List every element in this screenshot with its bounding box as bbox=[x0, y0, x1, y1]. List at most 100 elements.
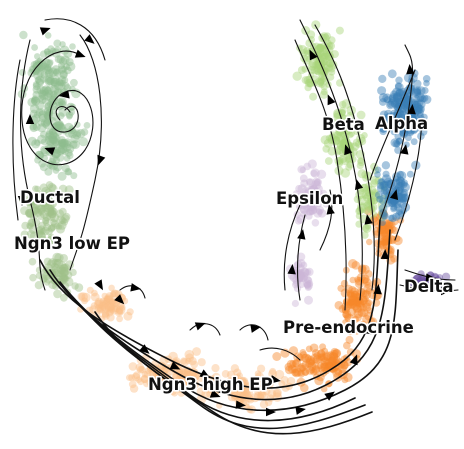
cell-point-alpha bbox=[406, 170, 414, 178]
cell-point-delta bbox=[412, 274, 422, 283]
cell-point-beta bbox=[316, 44, 325, 53]
cell-point-pre-endocrine bbox=[390, 226, 399, 235]
cell-point-beta bbox=[323, 52, 331, 60]
cell-point-ngn3-high bbox=[146, 377, 156, 387]
cell-point-ngn3-high bbox=[97, 304, 107, 314]
cell-point-alpha bbox=[379, 209, 388, 218]
cell-point-beta bbox=[308, 59, 318, 69]
cell-point-beta bbox=[356, 134, 366, 144]
cell-point-pre-endocrine bbox=[296, 364, 305, 373]
cell-point-beta bbox=[313, 66, 322, 75]
cell-point-ductal bbox=[33, 70, 43, 80]
cell-point-ductal bbox=[36, 78, 44, 87]
cell-point-ductal bbox=[32, 81, 40, 88]
cell-point-pre-endocrine bbox=[284, 362, 293, 371]
stream-arrowhead bbox=[250, 324, 261, 333]
cell-point-beta bbox=[346, 131, 354, 139]
cell-point-ngn3-low bbox=[48, 224, 56, 232]
cell-point-pre-endocrine bbox=[379, 220, 386, 227]
cell-point-beta bbox=[318, 77, 326, 85]
cell-point-ngn3-high bbox=[105, 292, 114, 301]
cell-point-beta bbox=[357, 203, 368, 214]
cell-point-ngn3-high bbox=[184, 370, 192, 379]
cell-point-ductal bbox=[40, 71, 48, 79]
cell-point-ngn3-high bbox=[131, 372, 141, 382]
cell-point-ngn3-high bbox=[239, 391, 247, 399]
cell-point-ductal bbox=[50, 77, 59, 87]
cell-point-ductal bbox=[47, 45, 55, 53]
cell-point-ductal bbox=[19, 30, 28, 40]
cell-point-beta bbox=[335, 127, 344, 136]
cell-point-pre-endocrine bbox=[348, 286, 357, 294]
cell-point-ductal bbox=[56, 55, 65, 64]
cell-point-delta bbox=[426, 280, 436, 289]
cell-point-pre-endocrine bbox=[362, 289, 370, 297]
cell-point-pre-endocrine bbox=[347, 307, 357, 317]
cell-point-alpha bbox=[416, 86, 426, 96]
cell-point-alpha bbox=[410, 124, 420, 133]
cell-point-ngn3-high bbox=[135, 363, 145, 372]
cell-point-beta bbox=[340, 139, 348, 147]
cell-point-ngn3-high bbox=[81, 297, 88, 305]
cell-point-pre-endocrine bbox=[354, 278, 365, 289]
cell-point-alpha bbox=[388, 98, 396, 106]
cell-point-ductal bbox=[64, 128, 75, 138]
cell-point-alpha bbox=[390, 204, 398, 211]
cell-point-epsilon bbox=[302, 186, 312, 196]
cell-point-alpha bbox=[387, 100, 395, 108]
cell-point-alpha bbox=[389, 214, 397, 223]
cell-point-beta bbox=[319, 32, 329, 42]
cell-point-beta bbox=[320, 52, 328, 59]
cell-point-ngn3-low bbox=[45, 181, 54, 189]
cell-point-ngn3-low bbox=[33, 207, 41, 214]
cell-point-beta bbox=[326, 59, 335, 68]
cell-point-alpha bbox=[416, 104, 425, 114]
cell-point-epsilon bbox=[303, 162, 312, 171]
cell-point-pre-endocrine bbox=[297, 369, 304, 376]
cell-point-pre-endocrine bbox=[295, 353, 304, 362]
cell-point-alpha bbox=[379, 110, 389, 119]
cell-point-beta bbox=[324, 157, 333, 165]
cell-point-beta bbox=[371, 188, 379, 196]
cell-point-delta bbox=[427, 279, 435, 287]
cell-point-ngn3-high bbox=[253, 374, 263, 384]
cell-point-pre-endocrine bbox=[350, 300, 361, 311]
cell-point-ductal bbox=[61, 164, 70, 173]
cell-point-ductal bbox=[35, 100, 45, 110]
cell-point-pre-endocrine bbox=[383, 221, 393, 231]
cell-point-ngn3-high bbox=[113, 305, 121, 313]
cell-point-ngn3-low bbox=[39, 183, 49, 193]
cell-point-alpha bbox=[420, 113, 428, 121]
cell-point-epsilon bbox=[298, 271, 306, 279]
cell-point-ngn3-low bbox=[39, 227, 47, 235]
cell-point-ngn3-high bbox=[257, 390, 266, 399]
cell-point-ductal bbox=[45, 89, 54, 98]
cell-point-ductal bbox=[63, 63, 70, 71]
cell-point-alpha bbox=[400, 179, 408, 187]
cell-point-ngn3-low bbox=[42, 213, 52, 222]
cell-point-epsilon bbox=[306, 192, 316, 202]
cell-point-ngn3-low bbox=[46, 211, 56, 221]
cell-point-ductal bbox=[49, 85, 60, 95]
cell-point-epsilon bbox=[312, 187, 322, 197]
cell-point-ngn3-low bbox=[47, 210, 54, 217]
cell-point-pre-endocrine bbox=[366, 307, 373, 314]
cell-point-beta bbox=[322, 145, 331, 153]
cell-point-ngn3-high bbox=[128, 374, 136, 382]
cell-point-ductal bbox=[44, 65, 53, 75]
cell-point-ductal bbox=[47, 50, 55, 57]
cell-point-ngn3-high bbox=[183, 368, 192, 377]
cell-point-alpha bbox=[394, 140, 401, 148]
cell-point-pre-endocrine bbox=[351, 315, 359, 323]
cell-point-ductal bbox=[43, 59, 53, 69]
cell-point-ductal bbox=[60, 65, 68, 73]
cell-point-pre-endocrine bbox=[317, 349, 326, 357]
cell-point-alpha bbox=[407, 112, 416, 122]
cell-point-alpha bbox=[407, 114, 415, 122]
cell-point-epsilon bbox=[298, 268, 305, 276]
cell-point-ngn3-high bbox=[108, 298, 116, 306]
cell-point-ngn3-low bbox=[26, 210, 35, 218]
cell-point-beta bbox=[314, 77, 325, 88]
cell-point-ngn3-high bbox=[96, 307, 104, 314]
cell-point-ngn3-high bbox=[126, 308, 134, 316]
